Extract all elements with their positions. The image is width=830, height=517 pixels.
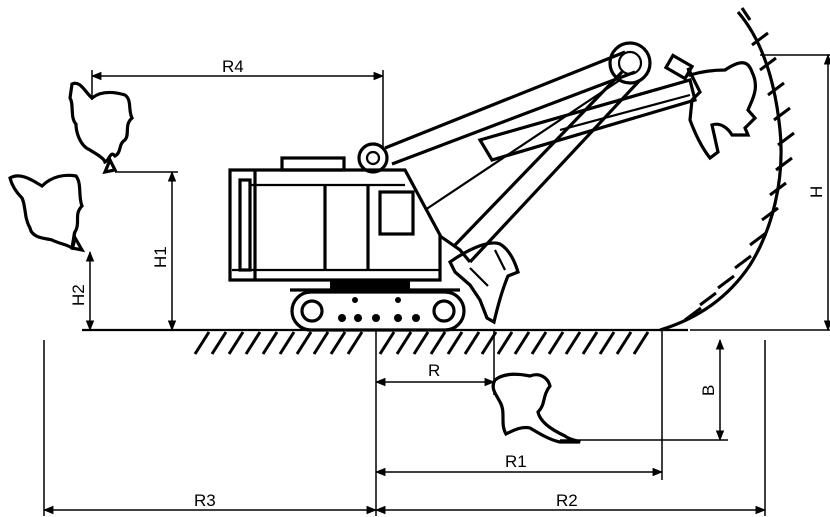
label-h1: H1 <box>151 246 170 268</box>
bucket-top <box>663 53 758 161</box>
label-r4: R4 <box>222 57 244 76</box>
label-r: R <box>428 361 440 380</box>
label-r1: R1 <box>505 452 527 471</box>
bucket-below-ground <box>491 372 581 444</box>
excavator <box>228 41 697 332</box>
ground-hatching <box>193 331 650 355</box>
label-h: H <box>807 186 826 198</box>
bucket-dump-lower <box>8 173 86 253</box>
label-r2: R2 <box>556 491 578 510</box>
bank-hatching <box>684 31 795 322</box>
label-r3: R3 <box>194 491 216 510</box>
bucket-dump-upper <box>68 81 134 175</box>
bank-face <box>659 7 783 332</box>
dimension-lines <box>42 53 830 516</box>
label-b: B <box>699 385 718 396</box>
label-h2: H2 <box>69 284 88 306</box>
